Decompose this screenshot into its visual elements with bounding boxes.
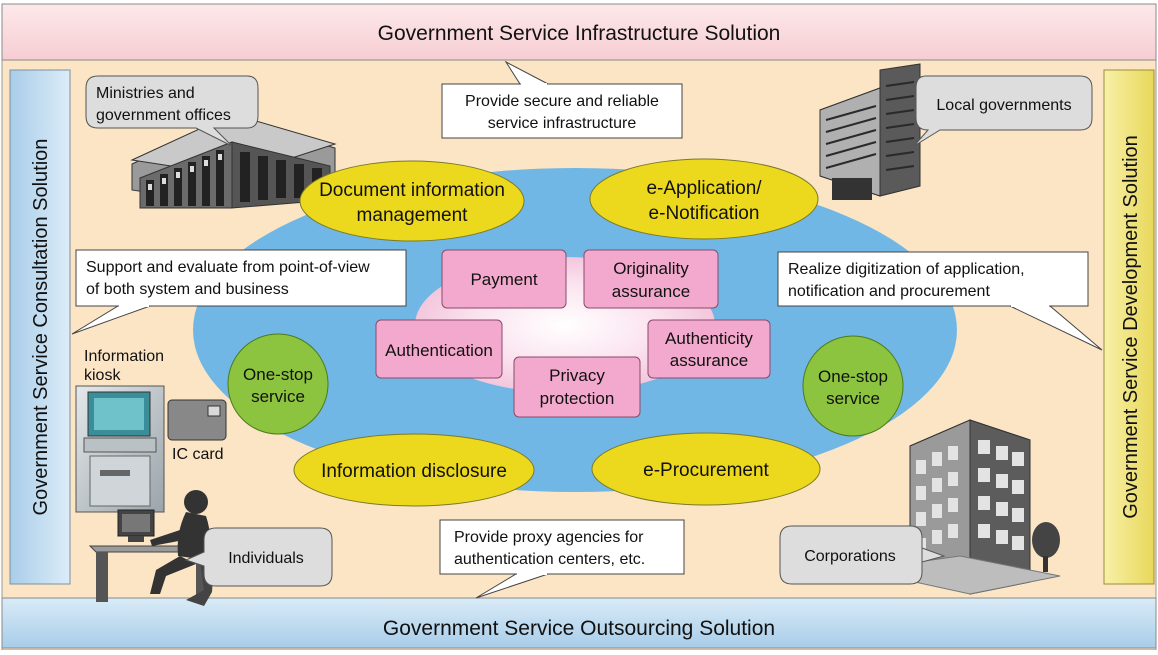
- kiosk-label-line2: kiosk: [84, 367, 121, 384]
- document-management-line2: management: [357, 205, 469, 226]
- left-banner-label: Government Service Consultation Solution: [30, 139, 52, 516]
- core-privacy-protection: Privacy protection: [513, 356, 641, 418]
- service-e-procurement: e-Procurement: [591, 432, 821, 506]
- top-banner-label: Government Service Infrastructure Soluti…: [378, 22, 781, 45]
- consultation-callout-line1: Support and evaluate from point-of-view: [86, 259, 370, 276]
- right-banner-label: Government Service Development Solution: [1120, 135, 1142, 519]
- bottom-banner: [1, 597, 1157, 649]
- privacy-line2: protection: [540, 389, 615, 408]
- information-disclosure-label: Information disclosure: [321, 461, 507, 482]
- top-banner: [1, 3, 1157, 61]
- development-callout-line1: Realize digitization of application,: [788, 261, 1025, 278]
- local-governments-label: Local governments: [936, 97, 1071, 114]
- originality-line1: Originality: [613, 259, 689, 278]
- infrastructure-callout: Provide secure and reliable service infr…: [441, 60, 683, 139]
- one-stop-right-line1: One-stop: [818, 367, 888, 386]
- kiosk-label-line1: Information: [84, 348, 164, 365]
- bottom-banner-label: Government Service Outsourcing Solution: [383, 617, 775, 640]
- outsourcing-callout-line1: Provide proxy agencies for: [454, 529, 644, 546]
- core-authentication: Authentication: [375, 319, 503, 379]
- e-application-line2: e-Notification: [649, 203, 760, 224]
- kiosk-illustration: [75, 385, 165, 513]
- consultation-callout: Support and evaluate from point-of-view …: [71, 249, 407, 335]
- development-callout-line2: notification and procurement: [788, 283, 990, 300]
- privacy-line1: Privacy: [549, 366, 605, 385]
- payment-label: Payment: [470, 270, 537, 289]
- one-stop-left-line2: service: [251, 387, 305, 406]
- core-payment: Payment: [441, 249, 567, 309]
- one-stop-service-right: One-stop service: [802, 335, 904, 437]
- authenticity-line1: Authenticity: [665, 329, 753, 348]
- authenticity-line2: assurance: [670, 351, 748, 370]
- authentication-label: Authentication: [385, 341, 493, 360]
- development-callout: Realize digitization of application, not…: [777, 251, 1103, 351]
- local-government-building-illustration: [819, 63, 921, 200]
- corporations-bubble: Corporations: [779, 525, 946, 585]
- core-originality-assurance: Originality assurance: [583, 249, 719, 309]
- ic-card-illustration: [167, 399, 227, 441]
- corporations-label: Corporations: [804, 548, 896, 565]
- ministries-bubble: Ministries and government offices: [85, 75, 259, 147]
- left-banner: [9, 69, 71, 585]
- ministries-label-line2: government offices: [96, 107, 231, 124]
- one-stop-right-line2: service: [826, 389, 880, 408]
- core-authenticity-assurance: Authenticity assurance: [647, 319, 771, 379]
- outsourcing-callout: Provide proxy agencies for authenticatio…: [439, 519, 685, 599]
- local-governments-bubble: Local governments: [913, 75, 1093, 147]
- consultation-callout-line2: of both system and business: [86, 281, 289, 298]
- originality-line2: assurance: [612, 282, 690, 301]
- e-application-line1: e-Application/: [646, 178, 762, 199]
- right-banner: [1103, 69, 1155, 585]
- service-document-management: Document information management: [299, 160, 525, 242]
- outsourcing-callout-line2: authentication centers, etc.: [454, 551, 645, 568]
- ministries-building-illustration: [130, 113, 337, 209]
- service-information-disclosure: Information disclosure: [293, 433, 535, 507]
- document-management-line1: Document information: [319, 180, 505, 201]
- infrastructure-callout-line1: Provide secure and reliable: [465, 93, 659, 110]
- ministries-label-line1: Ministries and: [96, 85, 195, 102]
- one-stop-left-line1: One-stop: [243, 365, 313, 384]
- service-e-application: e-Application/ e-Notification: [589, 158, 819, 240]
- infrastructure-callout-line2: service infrastructure: [488, 115, 637, 132]
- ic-card-label: IC card: [172, 446, 224, 463]
- one-stop-service-left: One-stop service: [227, 333, 329, 435]
- individuals-bubble: Individuals: [184, 527, 333, 587]
- individuals-label: Individuals: [228, 550, 304, 567]
- e-procurement-label: e-Procurement: [643, 460, 769, 481]
